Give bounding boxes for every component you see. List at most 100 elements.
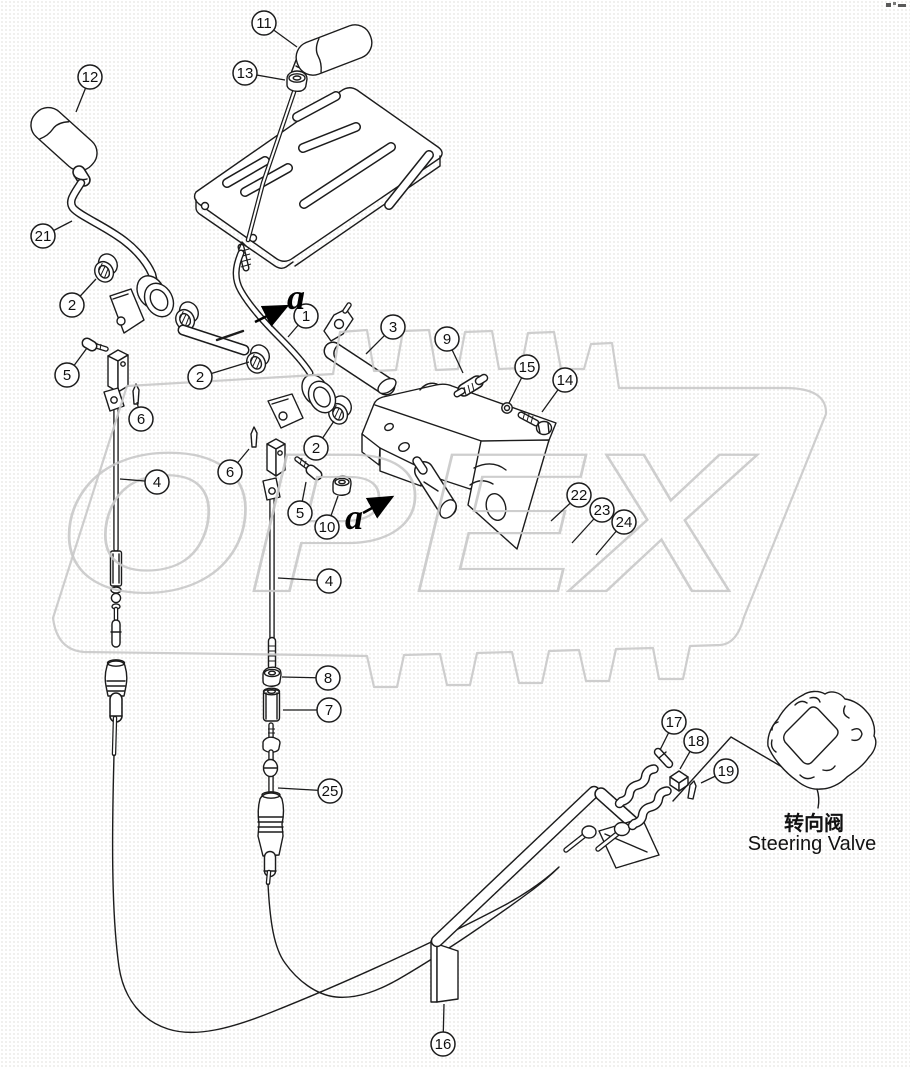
callout-7: 7 (283, 697, 342, 723)
callout-number: 2 (68, 297, 76, 314)
callout-number: 4 (325, 573, 333, 590)
callout-2: 2 (303, 420, 335, 461)
pin-19 (687, 780, 697, 800)
callout-number: 1 (302, 308, 310, 325)
callout-number: 7 (325, 702, 333, 719)
callout-5: 5 (287, 481, 313, 526)
callout-number: 25 (322, 783, 339, 800)
callout-number: 8 (324, 670, 332, 687)
bracket-tab-21 (109, 288, 145, 334)
callout-number: 15 (519, 359, 536, 376)
pin-6-left (132, 383, 140, 405)
control-lever-21 (66, 178, 175, 318)
callout-number: 19 (718, 763, 735, 780)
callout-8: 8 (281, 665, 341, 691)
callout-number: 6 (226, 464, 234, 481)
callout-3: 3 (365, 314, 406, 355)
callout-number: 22 (571, 487, 588, 504)
callout-6: 6 (128, 401, 154, 432)
bolt-5-left (81, 337, 109, 352)
bushing-2 (88, 249, 124, 287)
bolt-17 (653, 747, 674, 769)
callout-22: 22 (550, 482, 592, 522)
callout-6: 6 (217, 448, 250, 485)
steering-valve-body (767, 690, 877, 809)
detail-label: a (287, 277, 305, 317)
callout-5: 5 (54, 347, 88, 388)
nut-8 (262, 666, 282, 687)
callout-19: 19 (700, 758, 739, 784)
grease-fitting-9 (453, 373, 489, 398)
bolt-5-middle (294, 456, 323, 481)
watermark-text: OPEX (57, 412, 757, 633)
callout-number: 2 (196, 369, 204, 386)
callout-10: 10 (314, 495, 340, 540)
washer-15 (501, 402, 513, 414)
callout-number: 10 (319, 519, 336, 536)
callout-number: 5 (63, 367, 71, 384)
gear-watermark: OPEX (51, 328, 828, 689)
callout-number: 5 (296, 505, 304, 522)
callout-number: 17 (666, 714, 683, 731)
cable-end-block-middle (266, 438, 286, 477)
callout-13: 13 (232, 60, 286, 86)
callout-number: 6 (137, 411, 145, 428)
lever-knob-12 (30, 106, 98, 187)
callout-number: 11 (256, 15, 272, 32)
callout-number: 14 (557, 372, 574, 389)
cable-end-block-left (107, 349, 129, 393)
lever-knob-11 (290, 24, 373, 80)
control-lever-1 (232, 249, 337, 414)
corner-artifact (886, 2, 906, 7)
callout-25: 25 (277, 778, 343, 804)
valve-label-zh: 转向阀 (784, 811, 844, 835)
bracket-16 (430, 940, 459, 1003)
callout-number: 12 (82, 69, 99, 86)
callout-4: 4 (119, 469, 170, 495)
callout-number: 4 (153, 474, 161, 491)
control-cable-left (111, 754, 559, 1034)
callout-number: 23 (594, 502, 611, 519)
lock-nut-13 (286, 70, 308, 93)
callout-15: 15 (508, 354, 540, 404)
block-18 (669, 770, 689, 792)
bracket-tab-1 (267, 393, 304, 429)
callout-24: 24 (595, 509, 637, 556)
coupling-7 (262, 687, 281, 722)
callout-2: 2 (59, 278, 97, 318)
callout-layer: 1113122125621391514265104487251622232417… (30, 10, 739, 1057)
pivot-roller (412, 456, 457, 519)
callout-number: 24 (616, 514, 633, 531)
bracket-side-plate (467, 439, 550, 550)
callout-number: 2 (312, 440, 320, 457)
callout-number: 18 (688, 733, 705, 750)
lever-3 (323, 302, 397, 396)
pin-6-middle (250, 426, 258, 448)
callout-1: 1 (287, 303, 319, 338)
callout-17: 17 (659, 709, 687, 751)
link-plate (177, 324, 250, 356)
lever-plate-assembly (430, 764, 672, 948)
detail-label: a (345, 497, 363, 537)
console-cover-plate (193, 87, 443, 269)
bolt-14 (517, 411, 553, 436)
callout-11: 11 (251, 10, 298, 48)
callout-number: 16 (435, 1036, 452, 1053)
callout-2: 2 (187, 361, 250, 390)
detail-pointer-a: a (254, 277, 305, 327)
callout-number: 13 (237, 65, 254, 82)
nut-10 (332, 475, 352, 496)
callout-number: 9 (443, 331, 451, 348)
callout-number: 21 (35, 228, 52, 245)
control-cable-25 (257, 791, 560, 998)
callout-9: 9 (434, 326, 464, 374)
callout-4: 4 (277, 568, 342, 594)
cable-housing-left (104, 659, 128, 757)
valve-label-en: Steering Valve (748, 833, 877, 855)
cover-hole (200, 201, 210, 211)
callout-number: 3 (389, 319, 397, 336)
callout-14: 14 (541, 367, 578, 413)
callout-18: 18 (679, 728, 709, 770)
